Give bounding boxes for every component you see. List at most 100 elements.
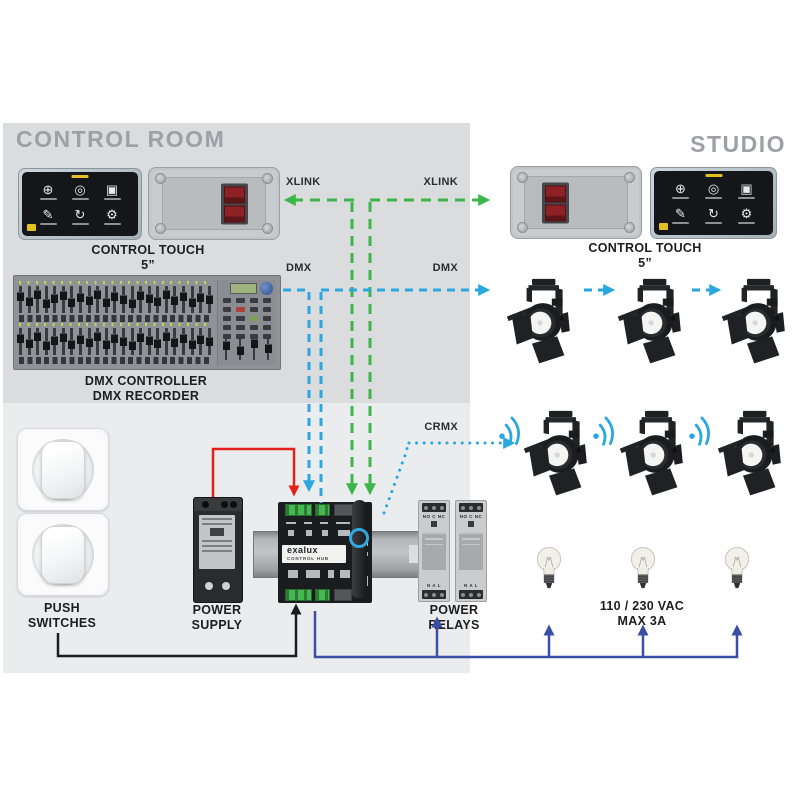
control-touch-front-left: ⊕ ◎ ▣ ✎ ↻ ⚙: [18, 168, 142, 240]
relay-body-label: [422, 532, 446, 570]
icon-caption: [103, 223, 121, 225]
fixture-icon: ⊕: [675, 181, 686, 196]
studio-load-label: 110 / 230 VAC MAX 3A: [599, 599, 685, 628]
master-faders: [223, 336, 272, 360]
psu-brand-logo: [210, 528, 224, 536]
screw: [262, 173, 273, 184]
push-switch-1: [17, 428, 109, 511]
function-buttons: [223, 298, 271, 339]
control-touch-label-right: CONTROL TOUCH 5”: [588, 241, 702, 270]
channel-buttons: [19, 315, 211, 322]
fader-bank-2: [17, 328, 213, 355]
dmx-controller: [13, 275, 281, 370]
spotlight-crmx-1: [522, 409, 594, 499]
dimmer-icon: ↻: [74, 207, 86, 222]
icon-caption: [705, 197, 722, 199]
hub-model: CONTROL HUB: [287, 555, 329, 561]
icon-caption: [672, 197, 689, 199]
icon-caption: [738, 197, 755, 199]
channel-buttons: [19, 357, 211, 364]
icon-caption: [71, 223, 89, 225]
brand-logo: [659, 223, 668, 230]
control-touch-front-right: ⊕ ◎ ▣ ✎ ↻ ⚙: [650, 167, 777, 239]
dmx-label-left: DMX: [286, 262, 312, 274]
hub-terminal-top: [285, 504, 312, 516]
dimmer-icon: ↻: [708, 206, 719, 221]
relay-indicator: [468, 521, 474, 527]
brand-logo: [27, 224, 36, 231]
terminal: [230, 501, 237, 508]
hub-brand: exalux: [287, 545, 319, 555]
power-relay-2: NO C NC N A L: [455, 500, 487, 602]
hub-terminal-bottom: [285, 589, 312, 601]
light-bulb-2: [629, 544, 657, 592]
antenna-ring: [349, 528, 369, 548]
light-bulb-3: [723, 544, 751, 592]
control-touch-label-left: CONTROL TOUCH 5”: [91, 243, 205, 272]
xlink-ports: [221, 183, 248, 224]
power-supply: [193, 497, 243, 603]
relay-terminal-label: N A L: [464, 583, 478, 588]
push-switch-2: [17, 513, 109, 596]
record-icon: ◎: [74, 182, 86, 197]
wireless-signal-icon: [588, 413, 619, 449]
rj45-port: [224, 186, 245, 203]
relay-indicator: [431, 521, 437, 527]
terminal: [222, 582, 230, 590]
spotlight-dmx-2: [616, 277, 688, 367]
switch-button: [41, 440, 85, 499]
rail-notch: [409, 545, 418, 563]
channel-leds: [19, 323, 211, 326]
icon-caption: [705, 222, 722, 224]
rj45-port: [545, 204, 566, 221]
xlink-label-left: XLINK: [286, 176, 321, 188]
control-room-title: CONTROL ROOM: [16, 126, 226, 152]
touch-screen: ⊕ ◎ ▣ ✎ ↻ ⚙: [654, 171, 773, 235]
menu-indicator: [71, 175, 89, 178]
spotlight-dmx-1: [505, 277, 577, 367]
terminal: [221, 501, 228, 508]
master-section: [217, 280, 276, 365]
screw: [624, 222, 635, 233]
icon-caption: [738, 222, 755, 224]
rj45-port: [224, 205, 245, 222]
relay-terminal-label: NO C NC: [422, 514, 446, 519]
screw: [624, 172, 635, 183]
studio-title: STUDIO: [690, 131, 786, 157]
spotlight-crmx-2: [618, 409, 690, 499]
jog-wheel: [260, 282, 273, 295]
xlink-label-right: XLINK: [423, 176, 458, 188]
fader-bank-1: [17, 286, 213, 313]
settings-icon: ⚙: [740, 206, 753, 221]
edit-icon: ✎: [675, 206, 686, 221]
icon-caption: [71, 198, 89, 200]
hub-terminal-bottom: [315, 589, 330, 601]
menu-indicator: [705, 174, 722, 177]
screw: [517, 222, 528, 233]
light-bulb-1: [535, 544, 563, 592]
icon-caption: [103, 198, 121, 200]
terminal: [202, 501, 209, 508]
wireless-signal-icon: [494, 413, 525, 449]
crmx-antenna: [352, 500, 367, 598]
hub-terminal-top: [315, 504, 330, 516]
psu-terminals: [194, 498, 242, 511]
dmx-label-right: DMX: [432, 262, 458, 274]
channel-leds: [19, 281, 211, 284]
power-supply-label: POWER SUPPLY: [191, 603, 243, 632]
console-display: [230, 283, 257, 294]
screw: [155, 173, 166, 184]
terminal: [205, 582, 213, 590]
scenes-icon: ▣: [105, 182, 119, 197]
power-relay-1: NO C NC N A L: [418, 500, 450, 602]
mounting-plate: [524, 176, 628, 229]
xlink-ports: [542, 182, 569, 223]
push-switches-label: PUSH SWITCHES: [27, 601, 97, 630]
touch-screen: ⊕ ◎ ▣ ✎ ↻ ⚙: [22, 172, 138, 236]
record-icon: ◎: [707, 181, 720, 196]
dmx-console-label: DMX CONTROLLER DMX RECORDER: [84, 374, 208, 403]
hub-nameplate: exalux CONTROL HUB: [282, 545, 346, 563]
psu-rating-label: [199, 515, 235, 569]
edit-icon: ✎: [42, 207, 54, 222]
power-relays-label: POWER RELAYS: [428, 603, 480, 632]
